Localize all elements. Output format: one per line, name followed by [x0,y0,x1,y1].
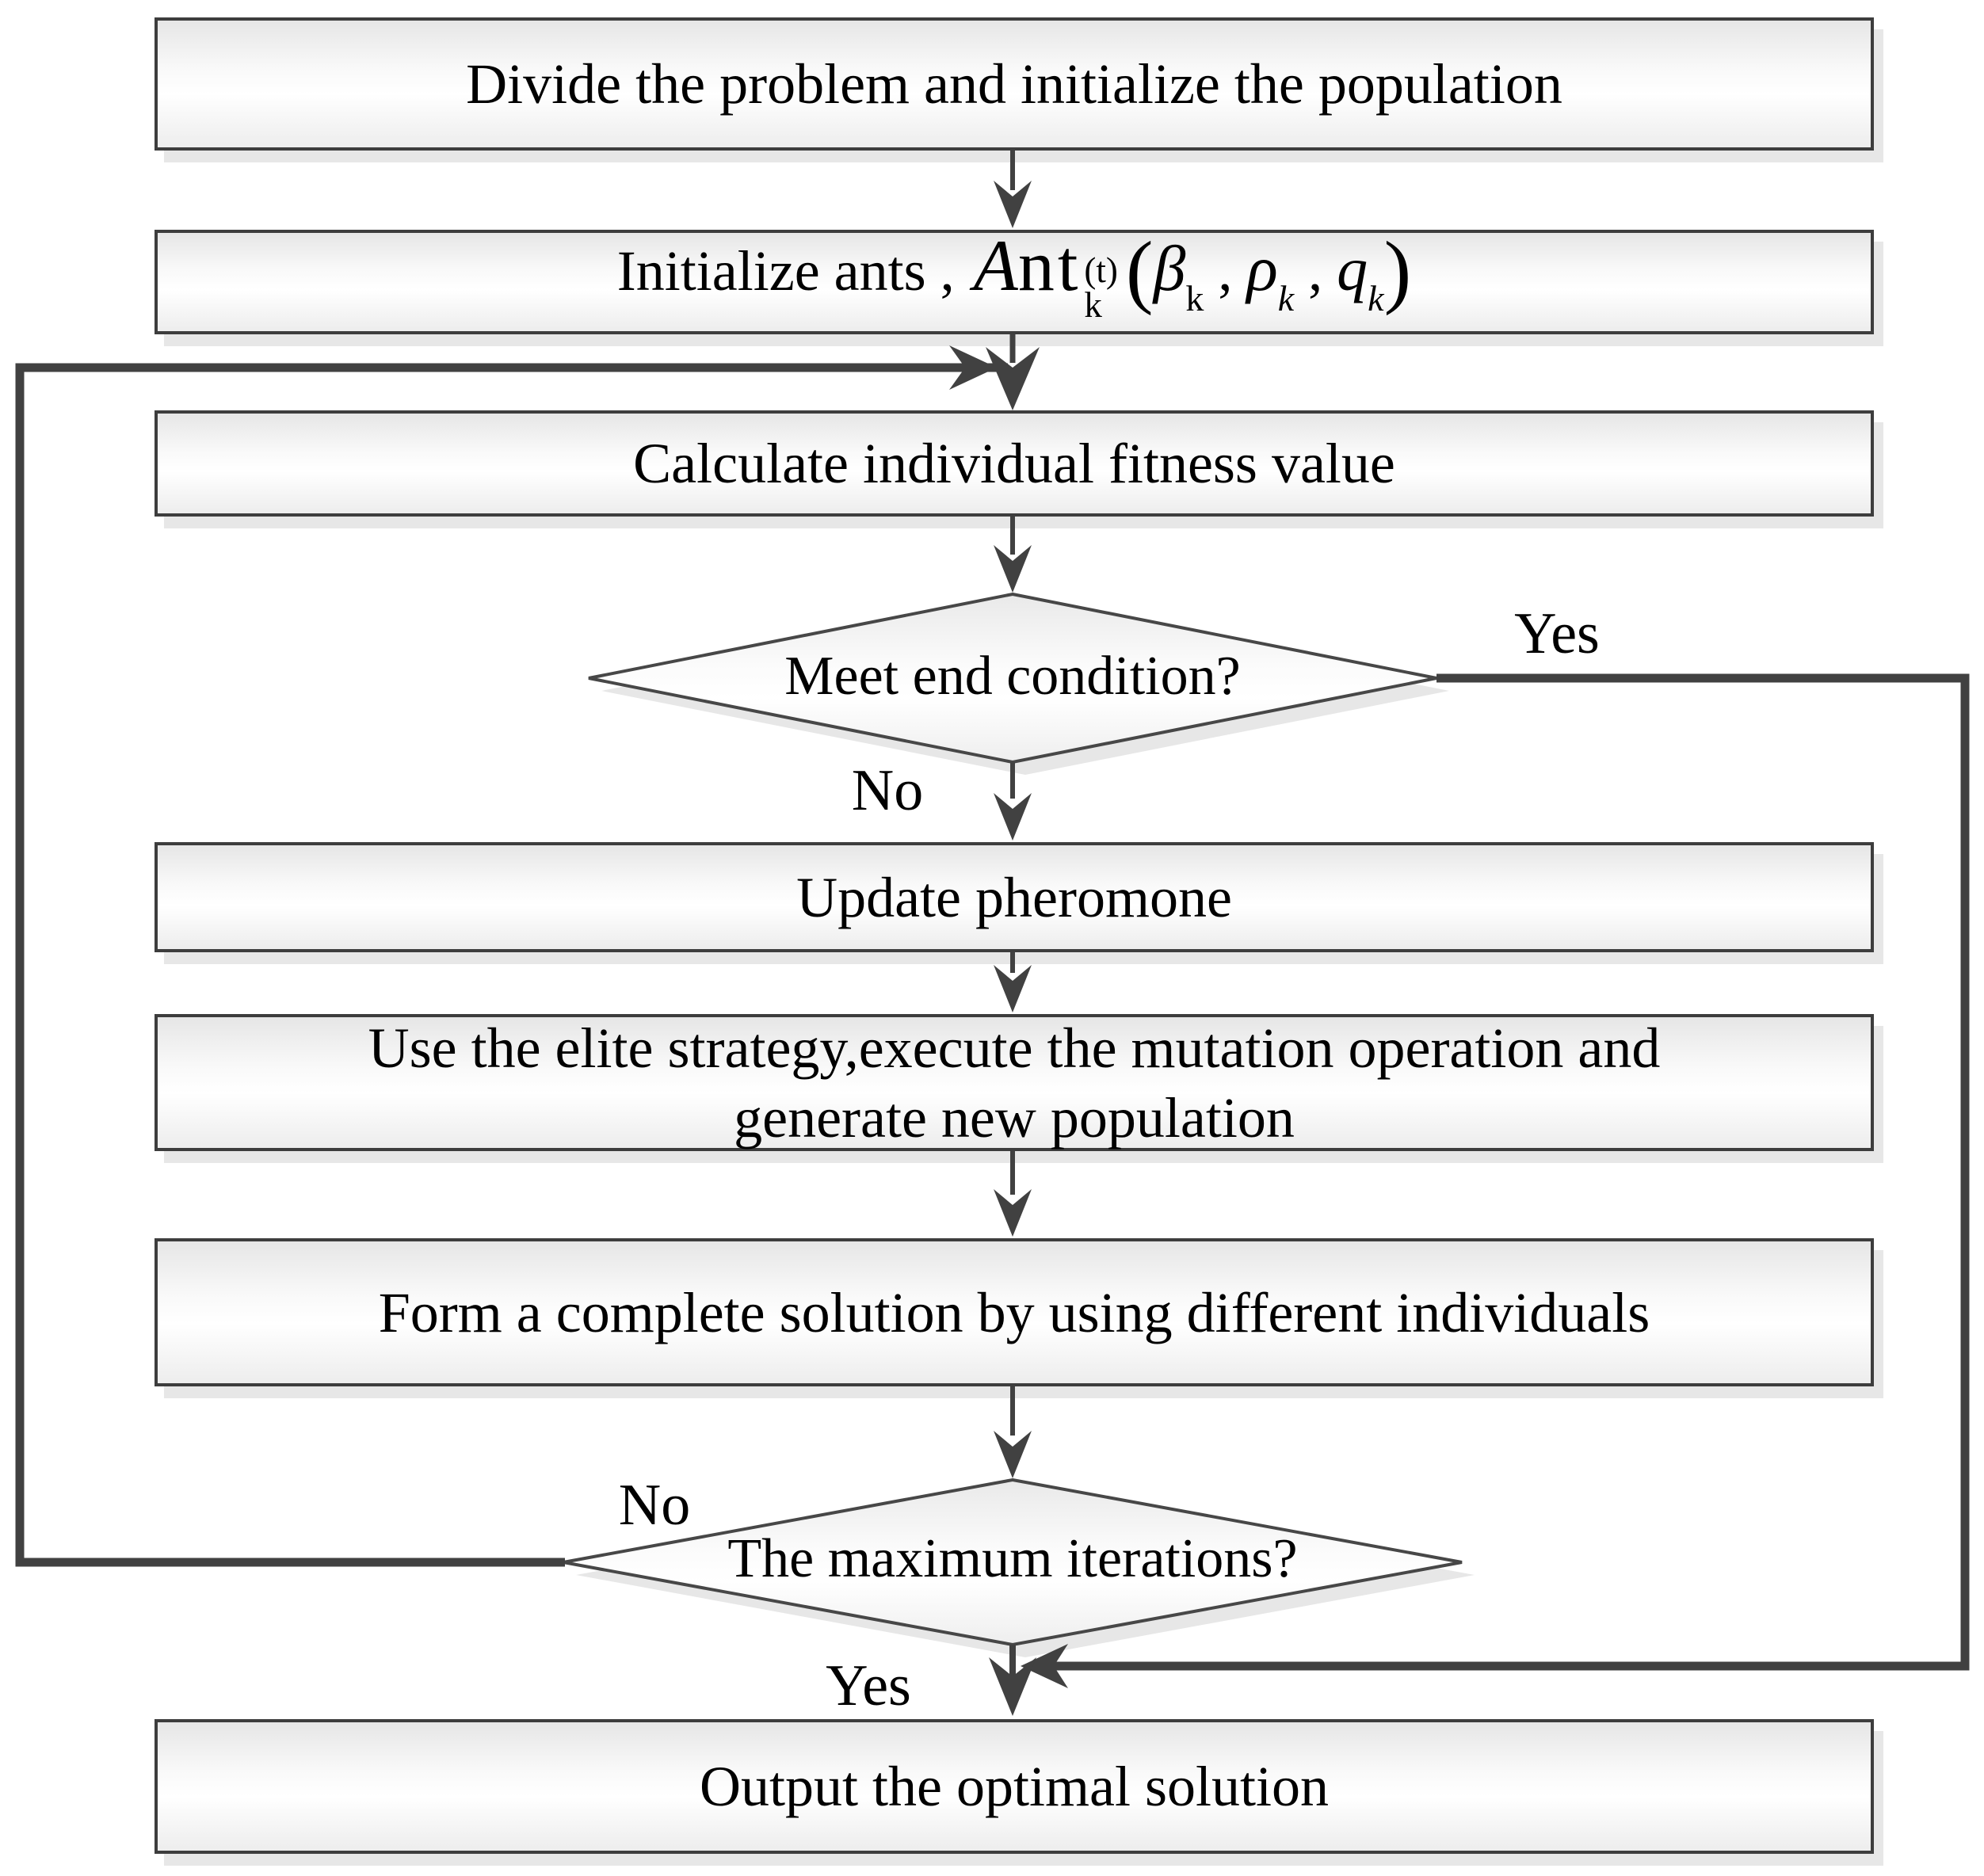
arrow-update-to-elite [994,952,1032,1012]
formula-rho: ρ [1246,232,1278,304]
step-output-solution-label: Output the optimal solution [700,1755,1329,1818]
formula-comma-0: , [940,239,955,303]
step-divide-problem-box: Divide the problem and initialize the po… [155,17,1874,151]
arrow-form-to-max-iterations [994,1386,1032,1478]
step-initialize-ants-box: Initialize ants,Ant(t)k(βk,ρk,qk) [155,225,1874,334]
step-elite-strategy-label-line2: generate new population [734,1085,1295,1150]
loop-yes-end-arrowhead [1021,1644,1068,1688]
step-initialize-ants-label: Initialize ants,Ant(t)k(βk,ρk,qk) [617,214,1411,350]
arrow-initialize-to-calculate [949,334,1040,410]
formula-beta: β [1153,232,1186,304]
initialize-ants-text: Initialize ants [616,239,926,303]
arrow-max-iterations-to-output [989,1645,1036,1716]
step-update-pheromone-label: Update pheromone [796,865,1232,929]
arrow-end-condition-to-update [994,762,1032,841]
decision-end-condition-label: Meet end condition? [784,646,1241,707]
formula-ant-subscript: k [1084,285,1102,325]
arrow-calculate-to-end-condition [994,517,1032,593]
formula-q-subscript: k [1368,278,1384,318]
step-elite-strategy-label-line1: Use the elite strategy,execute the mutat… [368,1016,1661,1080]
formula-comma-2: , [1308,239,1323,303]
step-calculate-fitness-label: Calculate individual fitness value [633,432,1395,495]
edge-label-max-iterations-yes: Yes [826,1653,911,1718]
step-output-solution-box: Output the optimal solution [155,1719,1874,1854]
formula-close-paren: ) [1383,225,1412,316]
formula-ant-nt: nt [1017,225,1082,306]
edge-label-max-iterations-no: No [618,1473,691,1538]
formula-rho-subscript: k [1277,278,1295,318]
edge-label-end-condition-yes: Yes [1514,601,1600,666]
formula-ant-superscript: (t) [1084,250,1118,290]
arrow-elite-to-form [994,1151,1032,1237]
formula-beta-subscript: k [1185,278,1204,318]
loop-no-max-connector [15,363,1008,1567]
decision-max-iterations-label: The maximum iterations? [727,1528,1298,1589]
step-form-solution-box: Form a complete solution by using differ… [155,1238,1874,1386]
formula-ant-A: A [973,225,1018,306]
step-calculate-fitness-box: Calculate individual fitness value [155,410,1874,517]
formula-comma-1: , [1218,239,1233,303]
formula-q: q [1337,234,1368,303]
formula-open-paren: ( [1125,225,1154,316]
step-form-solution-label: Form a complete solution by using differ… [378,1280,1650,1344]
edge-label-end-condition-no: No [851,758,924,823]
step-elite-strategy-box: Use the elite strategy,execute the mutat… [155,1014,1874,1151]
step-divide-problem-label: Divide the problem and initialize the po… [466,52,1562,116]
formula-ant-scripts: (t)k [1084,250,1118,325]
step-update-pheromone-box: Update pheromone [155,842,1874,952]
loop-yes-end-connector [1054,673,1970,1671]
arrow-divide-to-initialize [994,151,1032,228]
